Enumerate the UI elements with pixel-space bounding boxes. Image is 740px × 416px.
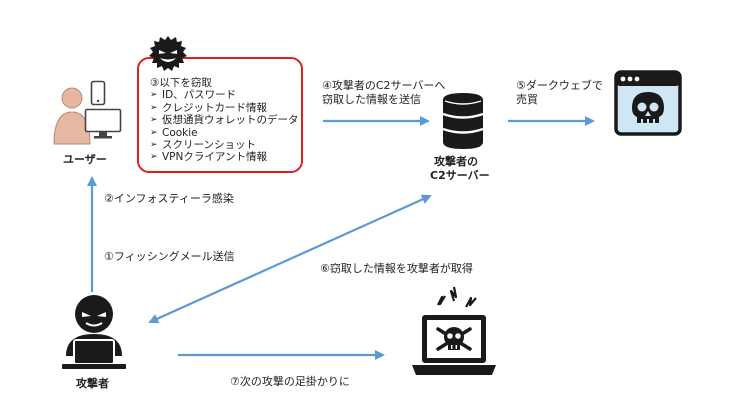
stolen-item-credit-card: ➢クレジットカード情報 (150, 101, 267, 114)
step7-label: ⑦次の攻撃の足掛かりに (230, 375, 350, 388)
stolen-item-cookie: ➢Cookie (150, 126, 198, 139)
darkweb-browser-skull-icon (614, 70, 682, 136)
step4-label-line2: 窃取した情報を送信 (322, 93, 421, 106)
user-node (52, 80, 132, 150)
hacker-laptop-icon (62, 295, 126, 369)
smartphone-icon (90, 80, 106, 106)
desktop-monitor-icon (84, 108, 122, 139)
stolen-data-heading: ③以下を窃取 (150, 77, 212, 89)
step5-label-line1: ⑤ダークウェブで (516, 79, 603, 92)
stolen-item-vpn-client: ➢VPNクライアント情報 (150, 151, 267, 164)
step1-label: ①フィッシングメール送信 (104, 250, 235, 263)
step5-label-line2: 売買 (516, 93, 538, 106)
malware-face-icon (149, 36, 187, 71)
stolen-data-box (137, 57, 303, 173)
user-label: ユーザー (63, 153, 107, 166)
step2-label: ②インフォスティーラ感染 (104, 192, 234, 205)
step4-label-line1: ④攻撃者のC2サーバーへ (322, 79, 446, 92)
c2-label-line1: 攻撃者の (434, 155, 478, 168)
step6-label: ⑥窃取した情報を攻撃者が取得 (320, 262, 473, 275)
stolen-item-screenshot: ➢スクリーンショット (150, 139, 256, 152)
stolen-item-crypto-wallet: ➢仮想通貨ウォレットのデータ (150, 114, 299, 127)
user-person-icon (53, 87, 91, 145)
stolen-item-credentials: ➢ID、パスワード (150, 89, 237, 102)
database-server-icon (442, 93, 484, 149)
stolen-data-list: ③以下を窃取 ➢ID、パスワード ➢クレジットカード情報 ➢仮想通貨ウォレットの… (150, 77, 299, 164)
compromised-laptop-skull-icon (412, 286, 496, 375)
c2-label-line2: C2サーバー (430, 169, 490, 182)
arrow-c2-attacker-diagonal (148, 194, 432, 324)
attacker-label: 攻撃者 (76, 377, 109, 390)
